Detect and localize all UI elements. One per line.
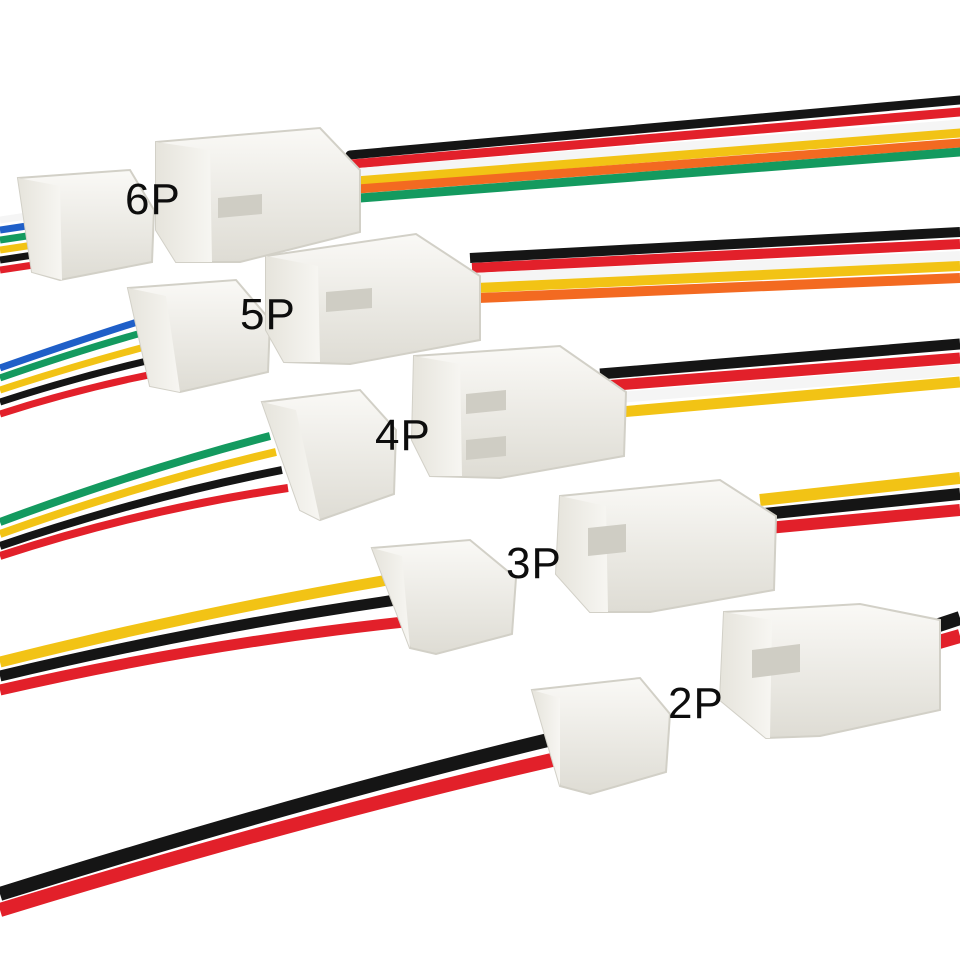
connector-set-5p [0,227,960,418]
female-connector-2p [530,676,672,796]
connector-set-3p [0,472,960,696]
label-5p: 5P [240,290,296,339]
wire-bundle-2p-left [0,733,554,917]
male-connector-5p [265,232,481,366]
wire-bundle-3p-left [0,574,405,696]
female-connector-4p [260,388,398,522]
label-6p: 6P [125,175,181,224]
label-4p: 4P [375,411,431,460]
label-3p: 3P [506,539,562,588]
label-2p: 2P [668,679,724,728]
female-connector-6p [16,168,156,282]
male-connector-4p [410,344,628,480]
wire-bundle-6p-right [345,95,960,203]
connector-set-4p [0,338,960,560]
male-connector-3p [554,478,778,613]
wire-bundle-3p-right [759,472,960,534]
connector-set-6p [0,95,960,282]
connector-set-2p [0,602,960,917]
wire-bundle-4p-left [0,432,289,560]
wire-bundle-4p-right [599,338,960,418]
male-connector-6p [155,126,361,263]
wire-bundle-5p-right [469,227,960,303]
male-connector-2p [718,602,941,740]
female-connector-5p [126,278,272,394]
wire-bundle-5p-left [0,314,165,418]
female-connector-3p [370,538,518,656]
